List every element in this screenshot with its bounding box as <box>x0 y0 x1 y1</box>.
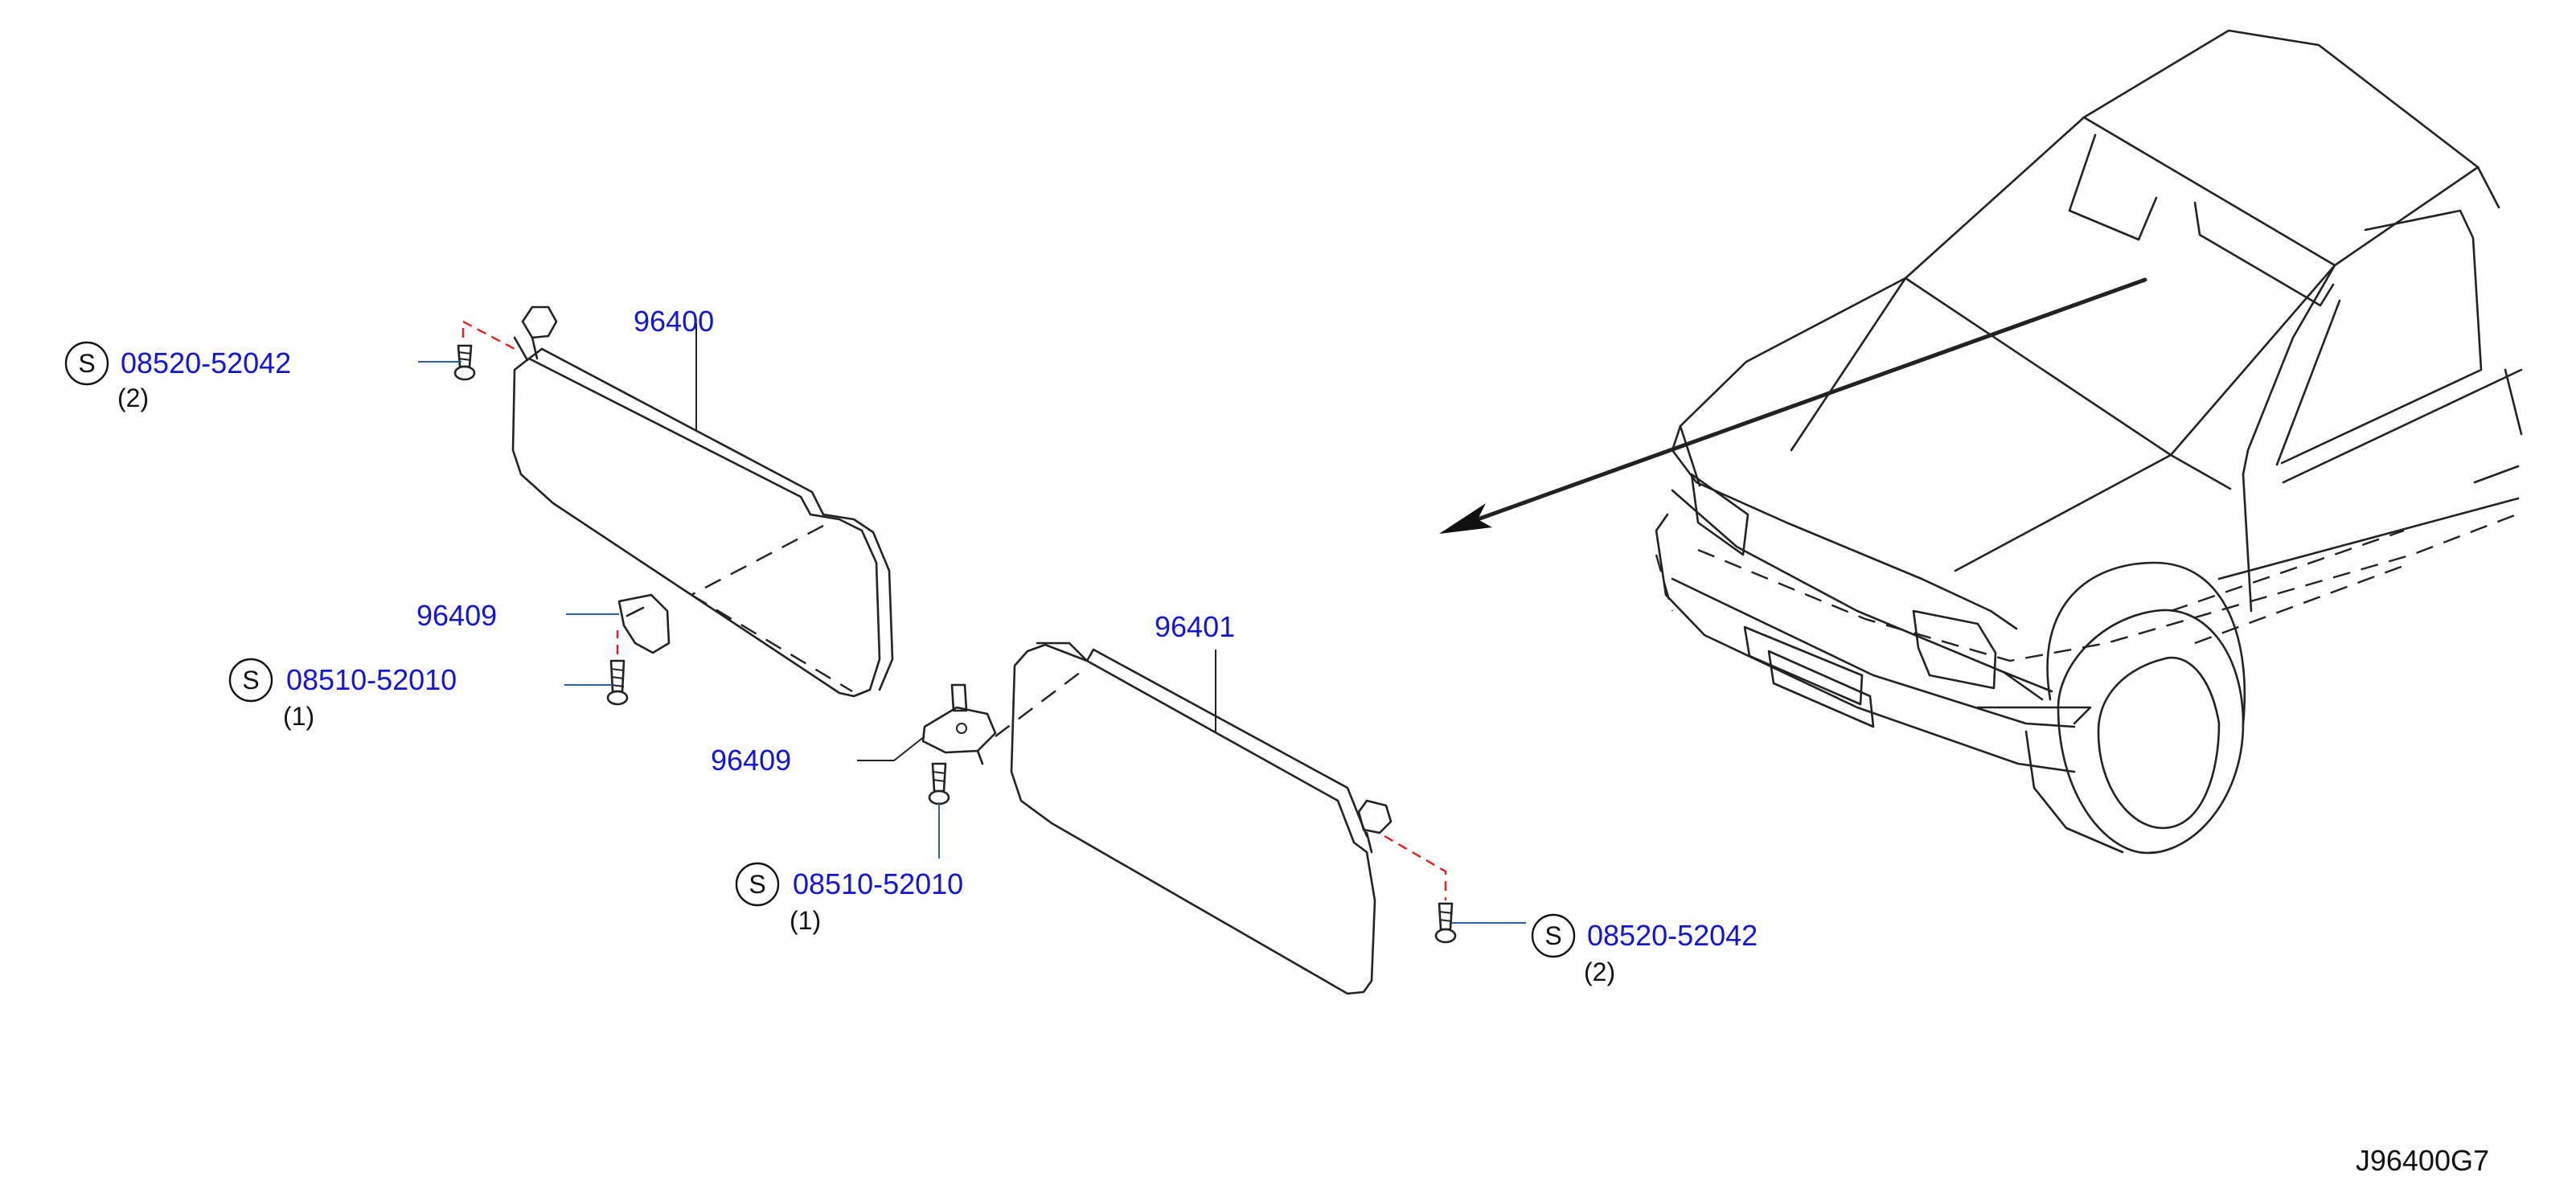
standard-part-symbol <box>64 341 109 386</box>
label-screw-mid-right: 08510-52010 <box>793 867 963 900</box>
standard-part-letter: S <box>749 870 765 899</box>
standard-part-letter: S <box>1544 921 1561 950</box>
label-visor-left: 96400 <box>634 305 714 338</box>
qty-screw-mid-left: (1) <box>283 702 314 731</box>
label-screw-upper-left: 08520-52042 <box>121 346 291 379</box>
leader-lines <box>418 323 1526 924</box>
label-holder-left: 96409 <box>416 599 497 632</box>
standard-part-letter: S <box>78 349 95 378</box>
qty-screw-lower-right: (2) <box>1584 957 1615 986</box>
qty-screw-mid-right: (1) <box>790 906 821 935</box>
sun-visor-left <box>511 305 894 698</box>
standard-part-symbol <box>228 658 273 703</box>
diagram-code: J96400G7 <box>2356 1144 2489 1177</box>
label-screw-lower-right: 08520-52042 <box>1587 919 1758 952</box>
qty-screw-upper-left: (2) <box>117 383 149 412</box>
label-visor-right: 96401 <box>1155 610 1235 643</box>
screw-upper-left <box>453 344 476 381</box>
screw-mid-left <box>606 659 629 706</box>
hidden-lines <box>461 320 1447 900</box>
visor-holder-right <box>921 683 997 765</box>
screw-lower-right <box>1434 902 1457 944</box>
screw-mid-right <box>928 762 950 806</box>
standard-part-symbol <box>735 862 780 907</box>
sun-visor-right <box>1010 642 1393 995</box>
standard-part-symbol <box>1531 913 1576 958</box>
vehicle-outline <box>1439 29 2523 855</box>
callouts: 96400 96401 96409 96409 S 08520-52042 (2… <box>64 305 2489 1177</box>
standard-part-letter: S <box>242 666 259 695</box>
label-holder-right: 96409 <box>711 744 791 777</box>
label-screw-mid-left: 08510-52010 <box>286 663 457 696</box>
